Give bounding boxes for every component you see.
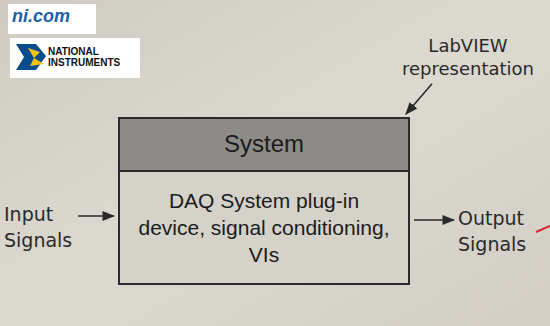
pointer-arrow [78,215,114,217]
box-body: DAQ System plug-in device, signal condit… [120,172,408,276]
logo-ground [10,38,140,78]
box-heading: System [120,119,408,172]
url-ground [8,4,96,34]
pointer-arrow [406,84,432,114]
red-mark [536,226,550,232]
signal-label: Input Signals [4,202,76,253]
logo-mark [16,44,46,70]
callout-note: LabVIEW representation [392,34,544,81]
logo-text: NATIONAL INSTRUMENTS [48,46,140,68]
pointer-arrow [414,219,454,221]
site-url: ni.com [12,6,96,28]
system-box: SystemDAQ System plug-in device, signal … [118,117,410,285]
signal-label: Output Signals [458,206,538,257]
